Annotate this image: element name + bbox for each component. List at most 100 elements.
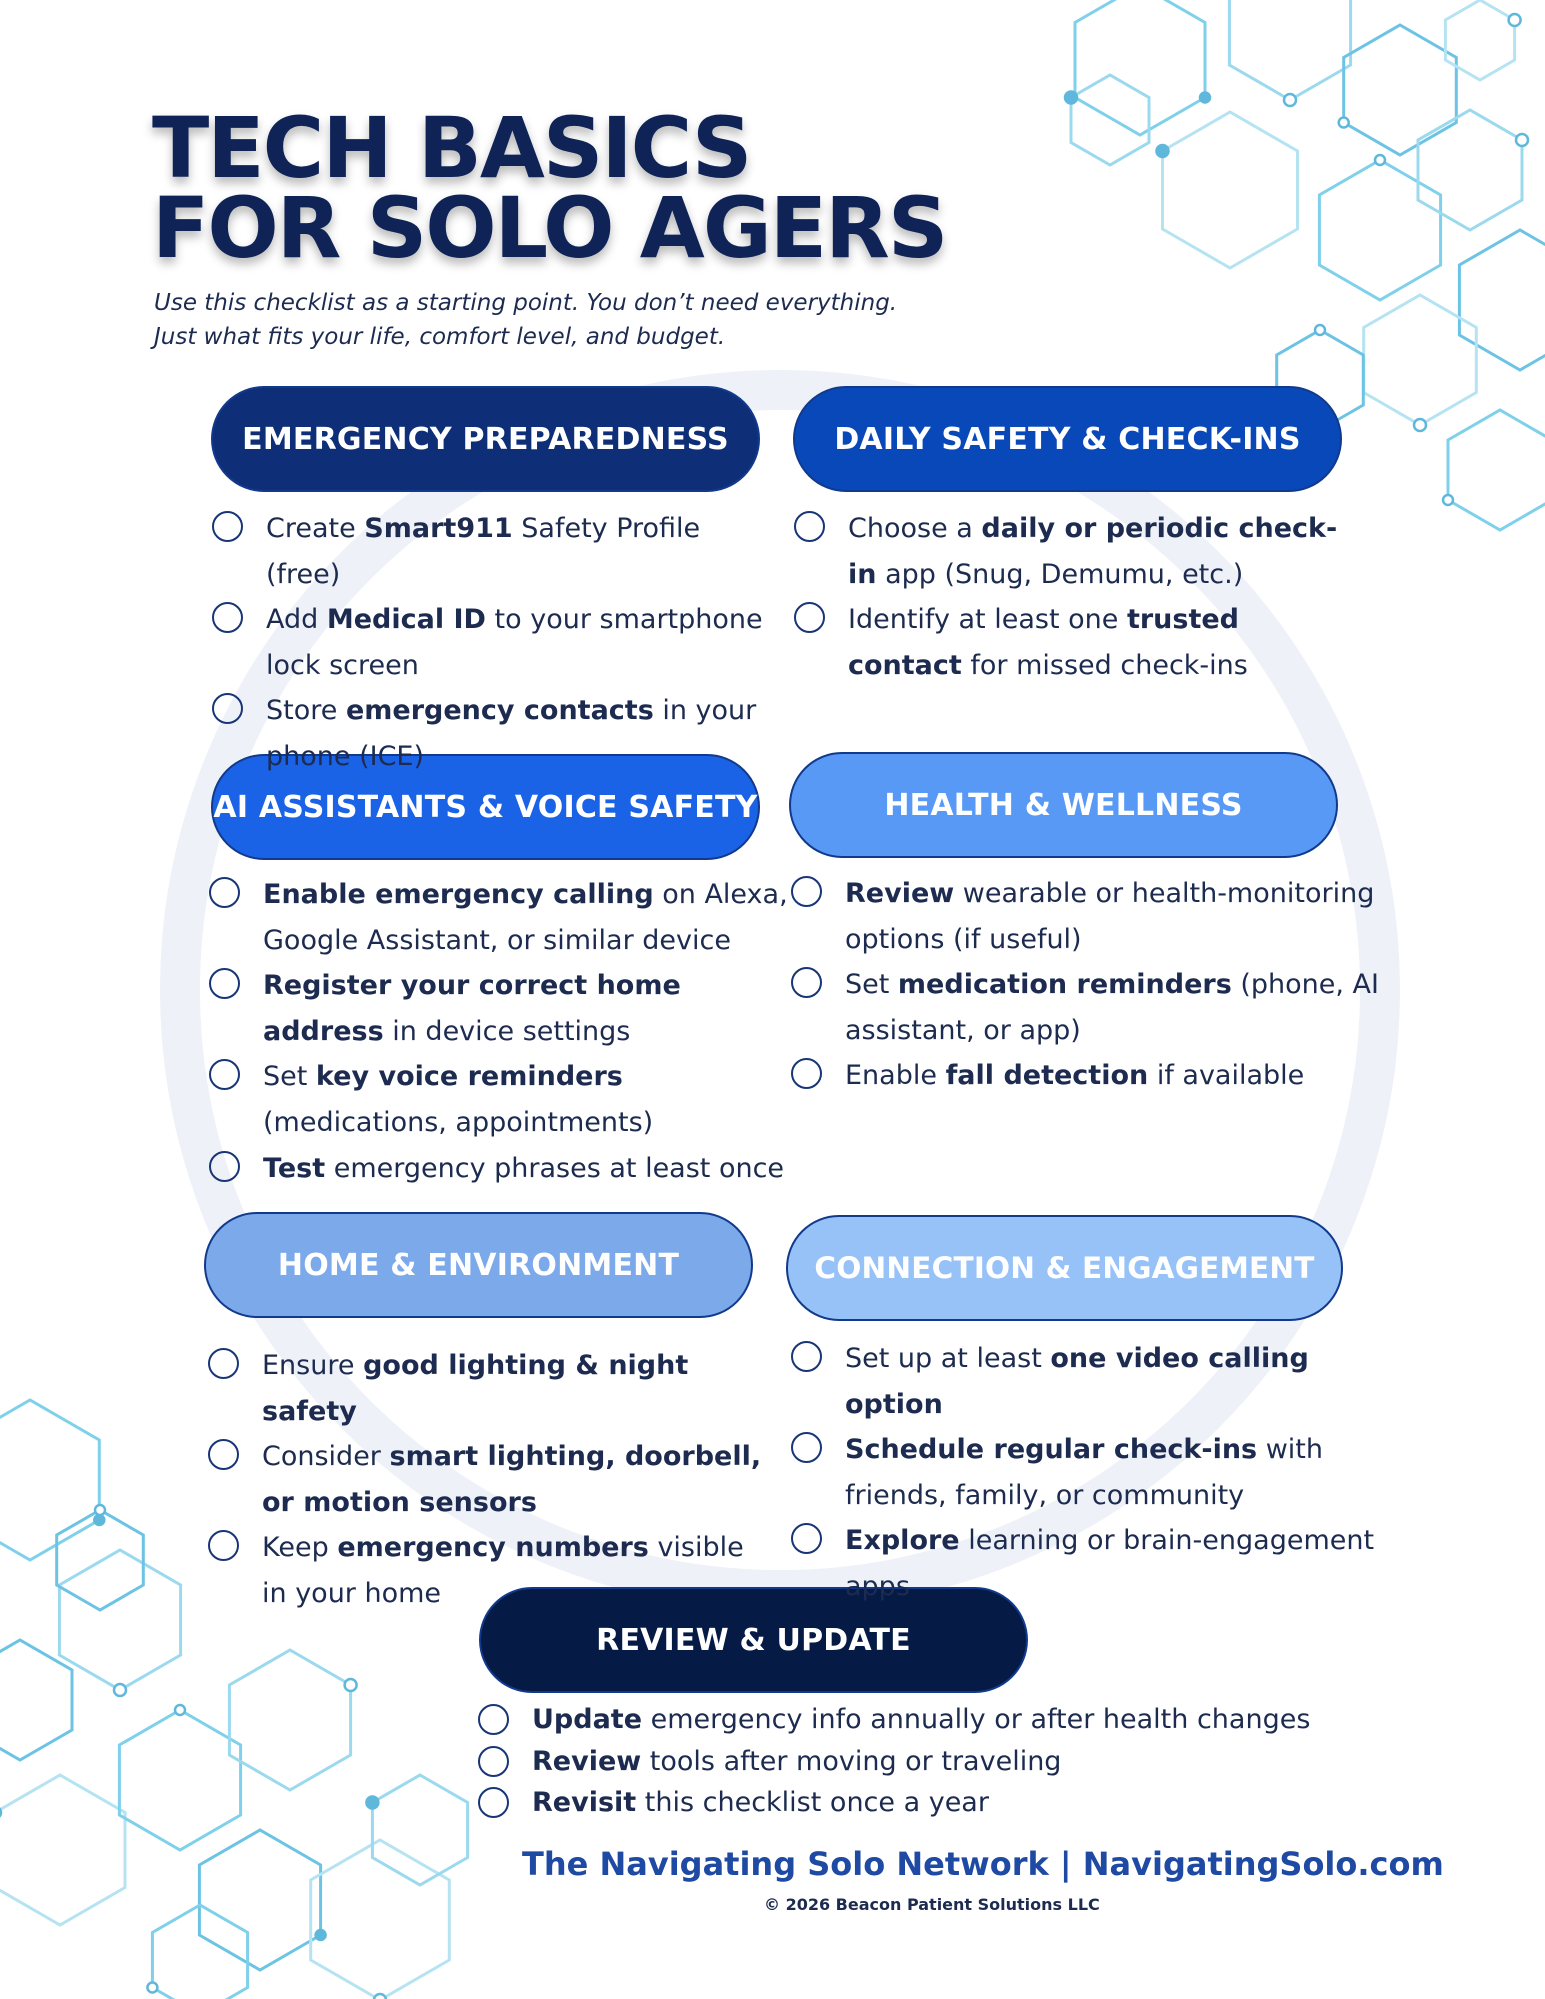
checkbox-circle-icon[interactable] <box>478 1787 509 1818</box>
item-text-post: app (Snug, Demumu, etc.) <box>876 558 1244 590</box>
checkbox-circle-icon[interactable] <box>791 1341 822 1372</box>
hexagon-node-dot <box>112 1682 128 1698</box>
item-text-pre: Keep <box>262 1532 338 1564</box>
heading-emergency-preparedness: EMERGENCY PREPAREDNESS <box>211 386 760 492</box>
item-text-post: (phone, AI assistant, or app) <box>845 969 1379 1046</box>
checkbox-circle-icon[interactable] <box>209 1150 240 1182</box>
checklist-ai: Enable emergency calling on Alexa, Googl… <box>209 872 799 1191</box>
heading-health-wellness: HEALTH & WELLNESS <box>789 752 1338 858</box>
checklist-item: Register your correct home address in de… <box>209 963 799 1054</box>
item-text-bold: key voice reminders <box>315 1061 623 1093</box>
hexagon-shape <box>1073 0 1207 137</box>
item-text-bold: Explore <box>845 1525 960 1557</box>
checklist-item: Set key voice reminders (medications, ap… <box>209 1054 799 1145</box>
checklist-item: Store emergency contacts in your phone (… <box>212 688 772 779</box>
hexagon-node-dot <box>1063 90 1079 105</box>
checklist-item: Review wearable or health-monitoring opt… <box>791 871 1381 962</box>
hexagon-node-dot <box>1337 116 1350 129</box>
checkbox-circle-icon[interactable] <box>209 968 240 1000</box>
checkbox-circle-icon[interactable] <box>212 511 243 542</box>
item-text-bold: daily or periodic check-in <box>848 513 1338 590</box>
checkbox-circle-icon[interactable] <box>478 1745 509 1777</box>
heading-ai-assistants: AI ASSISTANTS & VOICE SAFETY <box>211 754 760 860</box>
checkbox-circle-icon[interactable] <box>208 1439 239 1471</box>
item-text-pre: Consider <box>262 1441 390 1473</box>
hexagon-shape <box>1227 0 1353 102</box>
item-text-bold: Revisit <box>532 1787 637 1818</box>
checkbox-circle-icon[interactable] <box>212 602 243 634</box>
item-text-pre: Set <box>263 1061 316 1093</box>
item-text-bold: Schedule regular check-ins <box>845 1434 1258 1466</box>
checklist-connection: Set up at least one video calling option… <box>791 1336 1381 1610</box>
checkbox-circle-icon[interactable] <box>208 1348 239 1379</box>
item-text-pre: Add <box>266 604 327 636</box>
hexagon-node-dot <box>93 1513 106 1527</box>
item-text-bold: Review <box>845 878 955 909</box>
checkbox-circle-icon[interactable] <box>791 1058 822 1090</box>
checkbox-circle-icon[interactable] <box>791 876 822 907</box>
item-text-bold: Register your correct home address <box>263 970 681 1047</box>
checklist-health: Review wearable or health-monitoring opt… <box>791 871 1381 1099</box>
hexagon-node-dot <box>372 1992 388 1999</box>
item-text-bold: Test <box>263 1152 326 1184</box>
item-text-bold: Enable emergency calling <box>263 879 654 910</box>
checkbox-circle-icon[interactable] <box>209 877 240 908</box>
checklist-item: Set up at least one video calling option <box>791 1336 1381 1427</box>
item-text-post: emergency info annually or after health … <box>642 1704 1311 1735</box>
hexagon-node-dot <box>1412 417 1428 433</box>
hexagon-node-dot <box>93 1503 107 1517</box>
checklist-item: Schedule regular check-ins with friends,… <box>791 1427 1381 1518</box>
checkbox-circle-icon[interactable] <box>209 1059 240 1091</box>
hexagon-shape <box>370 1773 470 1887</box>
checklist-item: Keep emergency numbers visible in your h… <box>208 1525 774 1616</box>
checklist-item: Identify at least one trusted contact fo… <box>794 597 1354 688</box>
title-line-1: TECH BASICS <box>152 99 752 197</box>
item-text-bold: good lighting & night safety <box>262 1350 689 1427</box>
item-text-post: emergency phrases at least once <box>325 1152 785 1184</box>
page-subtitle: Use this checklist as a starting point. … <box>154 286 897 354</box>
item-text-pre: Set up at least <box>845 1343 1051 1374</box>
checkbox-circle-icon[interactable] <box>208 1530 239 1562</box>
item-text-bold: Review <box>532 1745 642 1777</box>
checklist-review: Update emergency info annually or after … <box>478 1699 1378 1824</box>
checklist-item: Consider smart lighting, doorbell, or mo… <box>208 1434 774 1525</box>
hexagon-shape <box>227 1648 353 1792</box>
item-text-post: tools after moving or traveling <box>641 1745 1062 1777</box>
checkbox-circle-icon[interactable] <box>791 967 822 999</box>
hexagon-node-dot <box>1198 91 1212 104</box>
title-line-2: FOR SOLO AGERS <box>152 179 948 277</box>
item-text-bold: trusted contact <box>848 604 1240 681</box>
item-text-bold: emergency contacts <box>345 695 654 727</box>
checklist-item: Update emergency info annually or after … <box>478 1699 1378 1741</box>
checkbox-circle-icon[interactable] <box>478 1704 509 1735</box>
checkbox-circle-icon[interactable] <box>791 1523 822 1555</box>
checklist-item: Choose a daily or periodic check-in app … <box>794 506 1354 597</box>
checkbox-circle-icon[interactable] <box>791 1432 822 1464</box>
item-text-bold: medication reminders <box>897 969 1232 1001</box>
checkbox-circle-icon[interactable] <box>794 511 825 542</box>
checklist-emergency: Create Smart911 Safety Profile (free) Add… <box>212 506 772 780</box>
item-text-bold: smart lighting, doorbell, or motion sens… <box>262 1441 762 1518</box>
item-text-bold: fall detection <box>945 1060 1149 1092</box>
item-text-post: with friends, family, or community <box>845 1434 1323 1511</box>
item-text-post: to your smartphone lock screen <box>266 604 763 681</box>
hexagon-shape <box>0 1773 127 1927</box>
item-text-post: Safety Profile (free) <box>266 513 701 590</box>
item-text-pre: Create <box>266 513 365 544</box>
hexagon-node-dot <box>1514 132 1530 148</box>
checkbox-circle-icon[interactable] <box>794 602 825 634</box>
heading-connection-engagement: CONNECTION & ENGAGEMENT <box>786 1215 1343 1321</box>
page-title: TECH BASICS FOR SOLO AGERS <box>152 99 948 277</box>
item-text-post: on Alexa, Google Assistant, or similar d… <box>263 879 788 956</box>
hexagon-node-dot <box>1282 92 1298 108</box>
checklist-item: Enable emergency calling on Alexa, Googl… <box>209 872 799 963</box>
hexagon-node-dot <box>1155 143 1170 159</box>
hexagon-node-dot <box>146 1981 159 1994</box>
item-text-pre: Store <box>266 695 346 727</box>
hexagon-node-dot <box>1441 493 1455 507</box>
item-text-bold: Smart911 <box>364 513 513 544</box>
footer-copyright: © 2026 Beacon Patient Solutions LLC <box>764 1895 1100 1914</box>
checkbox-circle-icon[interactable] <box>212 693 243 725</box>
subtitle-line-2: Just what fits your life, comfort level,… <box>154 324 726 350</box>
heading-daily-safety: DAILY SAFETY & CHECK-INS <box>793 386 1342 492</box>
